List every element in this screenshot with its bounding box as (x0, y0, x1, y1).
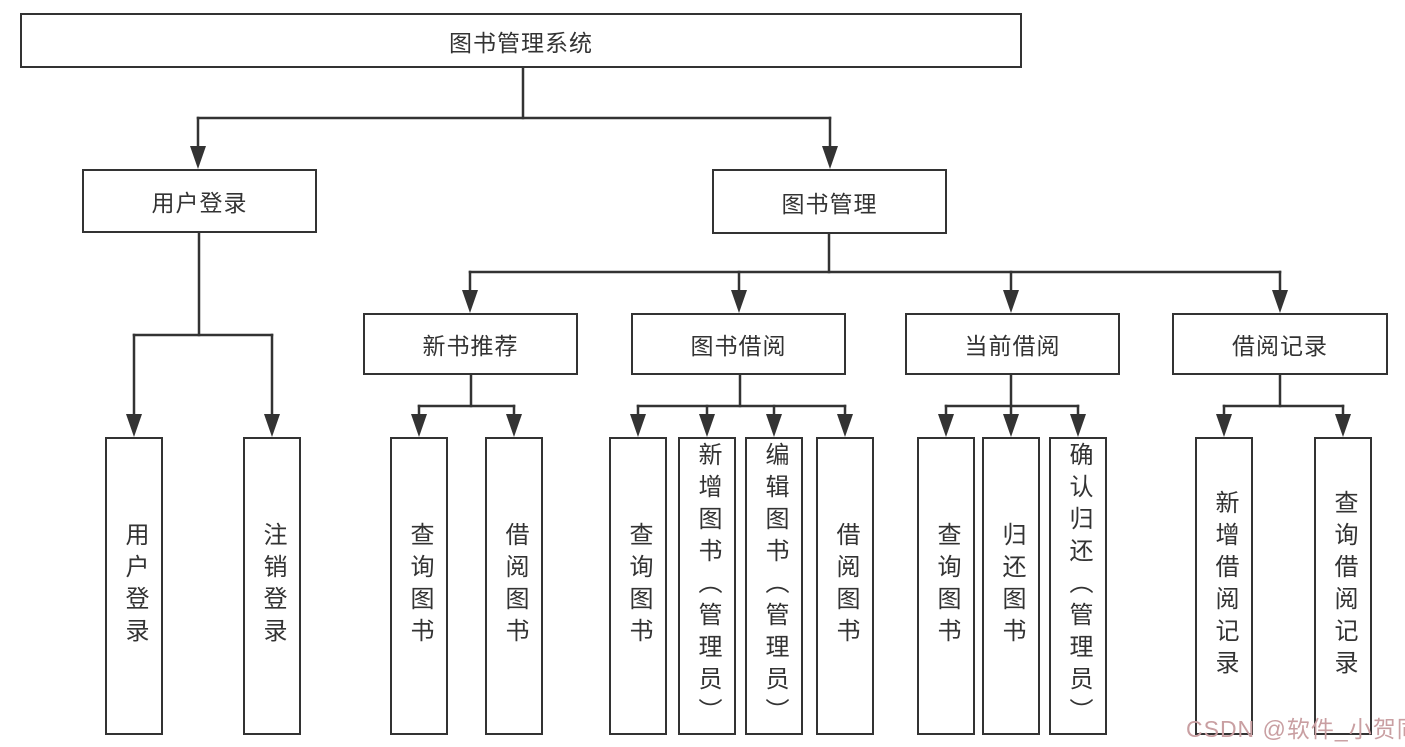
leaf-return-books: 归还图书 (982, 437, 1040, 735)
leaf-label: 借阅图书 (501, 522, 528, 650)
leaf-add-borrow-record: 新增借阅记录 (1195, 437, 1253, 735)
arrowheads (126, 146, 1351, 437)
leaf-label: 确认归还（管理员） (1065, 442, 1092, 730)
leaf-label: 用户登录 (121, 522, 148, 650)
leaf-query-borrow-record: 查询借阅记录 (1314, 437, 1372, 735)
node-new-book-recommend: 新书推荐 (363, 313, 578, 375)
leaf-user-login: 用户登录 (105, 437, 163, 735)
leaf-borrow-books-recommend: 借阅图书 (485, 437, 543, 735)
leaf-borrow-books: 借阅图书 (816, 437, 874, 735)
leaf-label: 新增借阅记录 (1211, 490, 1238, 682)
node-user-login: 用户登录 (82, 169, 317, 233)
node-book-management: 图书管理 (712, 169, 947, 234)
leaf-query-books-borrow: 查询图书 (609, 437, 667, 735)
leaf-label: 查询借阅记录 (1330, 490, 1357, 682)
leaf-edit-books-admin: 编辑图书（管理员） (745, 437, 803, 735)
leaf-label: 编辑图书（管理员） (761, 442, 788, 730)
node-library-management-system: 图书管理系统 (20, 13, 1022, 68)
leaf-label: 查询图书 (933, 522, 960, 650)
leaf-label: 新增图书（管理员） (694, 442, 721, 730)
leaf-label: 归还图书 (998, 522, 1025, 650)
leaf-query-books-recommend: 查询图书 (390, 437, 448, 735)
node-borrow-record: 借阅记录 (1172, 313, 1388, 375)
leaf-query-books-current: 查询图书 (917, 437, 975, 735)
leaf-confirm-return-admin: 确认归还（管理员） (1049, 437, 1107, 735)
leaf-add-books-admin: 新增图书（管理员） (678, 437, 736, 735)
leaf-label: 借阅图书 (832, 522, 859, 650)
leaf-logout: 注销登录 (243, 437, 301, 735)
node-current-borrow: 当前借阅 (905, 313, 1120, 375)
leaf-label: 查询图书 (625, 522, 652, 650)
leaf-label: 注销登录 (259, 522, 286, 650)
leaf-label: 查询图书 (406, 522, 433, 650)
node-book-borrow: 图书借阅 (631, 313, 846, 375)
